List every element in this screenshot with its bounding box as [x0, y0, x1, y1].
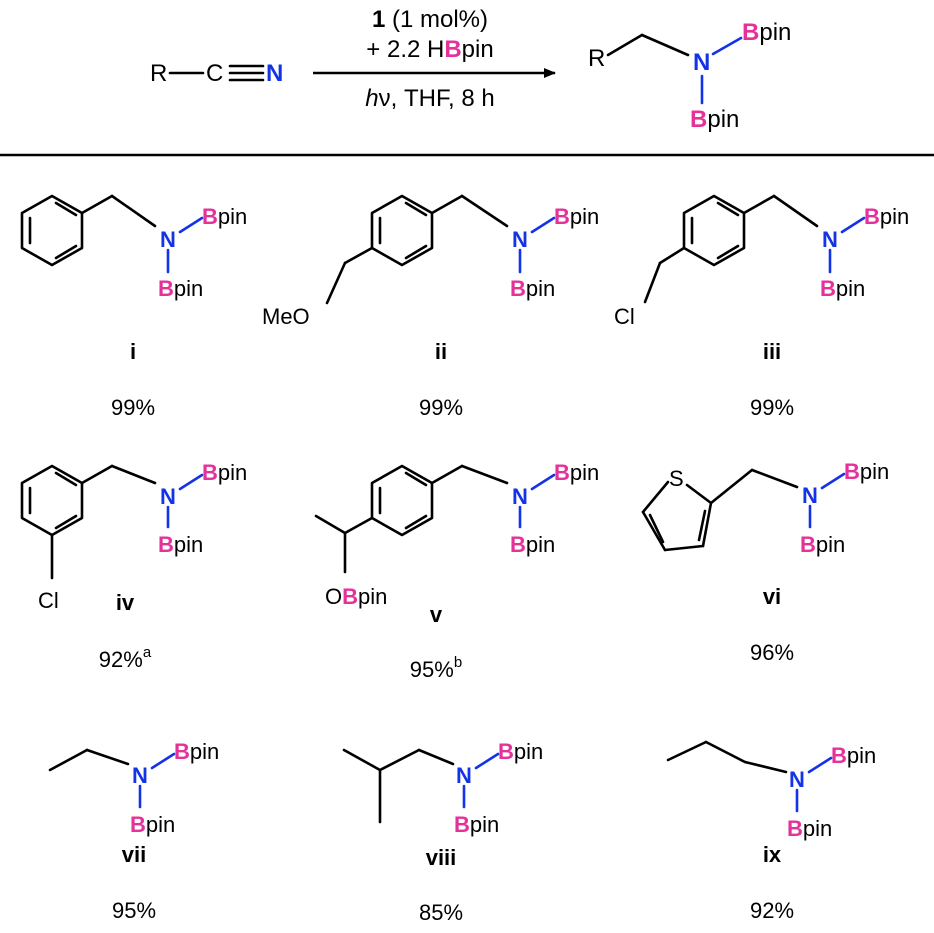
- compound-vi-label: vi: [763, 584, 781, 609]
- n-label: N: [456, 763, 472, 788]
- bpin-label: Bpin: [844, 459, 889, 484]
- compound-i-label: i: [130, 339, 136, 364]
- compound-ii-structure: MeO N Bpin Bpin: [262, 194, 599, 329]
- compound-viii-structure: N Bpin Bpin: [342, 739, 543, 837]
- reactant-r-label: R: [150, 60, 167, 87]
- compound-ii-label: ii: [435, 339, 447, 364]
- product-bpin-1: Bpin: [742, 19, 791, 46]
- condition-light-solvent-time: hν, THF, 8 h: [365, 85, 494, 112]
- bpin-label: Bpin: [800, 532, 845, 557]
- n-label: N: [160, 484, 176, 509]
- compound-v-structure: OBpin N Bpin Bpin: [314, 460, 599, 609]
- n-label: N: [132, 763, 148, 788]
- n-label: N: [822, 227, 838, 252]
- reactant-n-label: N: [266, 60, 283, 87]
- n-label: N: [160, 227, 176, 252]
- bpin-label: Bpin: [554, 204, 599, 229]
- product-general: R N Bpin Bpin: [588, 19, 791, 133]
- product-r-label: R: [588, 45, 605, 72]
- bpin-label: Bpin: [510, 276, 555, 301]
- o-label: OBpin: [325, 584, 387, 609]
- bpin-label: Bpin: [510, 532, 555, 557]
- compound-v-label: v: [430, 602, 443, 627]
- s-label: S: [669, 466, 684, 491]
- bpin-label: Bpin: [831, 743, 876, 768]
- cl-label: Cl: [614, 304, 635, 329]
- bpin-label: Bpin: [158, 276, 203, 301]
- compound-vii-yield: 95%: [112, 898, 156, 923]
- compound-iii-structure: Cl N Bpin Bpin: [614, 194, 909, 329]
- compound-v-yield: 95%b: [410, 654, 462, 682]
- bpin-label: Bpin: [158, 532, 203, 557]
- condition-catalyst: 1 (1 mol%): [372, 6, 488, 33]
- reactant-nitrile: R C N: [150, 60, 283, 87]
- meo-label: MeO: [262, 304, 310, 329]
- reaction-conditions: 1 (1 mol%) + 2.2 HBpin hν, THF, 8 h: [313, 6, 556, 112]
- cl-label: Cl: [38, 588, 59, 613]
- compound-vii-label: vii: [122, 842, 146, 867]
- bpin-label: Bpin: [174, 739, 219, 764]
- reactant-c-label: C: [206, 60, 223, 87]
- n-label: N: [512, 227, 528, 252]
- product-n-label: N: [693, 49, 710, 76]
- product-bond-2: [640, 33, 690, 57]
- bpin-label: Bpin: [820, 276, 865, 301]
- compound-iv-label: iv: [116, 590, 135, 615]
- product-nb-bond-1: [711, 36, 743, 56]
- product-bpin-2: Bpin: [690, 106, 739, 133]
- bpin-label: Bpin: [864, 204, 909, 229]
- compound-ii-yield: 99%: [419, 395, 463, 420]
- condition-reagent: + 2.2 HBpin: [366, 36, 493, 63]
- compound-i-structure: N Bpin Bpin: [20, 194, 247, 301]
- bpin-label: Bpin: [454, 812, 499, 837]
- compound-i-yield: 99%: [111, 395, 155, 420]
- product-bond-1: [606, 33, 644, 57]
- n-label: N: [789, 767, 805, 792]
- compound-ix-structure: N Bpin Bpin: [666, 740, 876, 841]
- compound-vi-structure: S N Bpin Bpin: [641, 459, 889, 557]
- compound-iv-structure: Cl N Bpin Bpin: [20, 460, 247, 613]
- n-label: N: [512, 484, 528, 509]
- compound-ix-yield: 92%: [750, 898, 794, 923]
- bpin-label: Bpin: [202, 460, 247, 485]
- bpin-label: Bpin: [202, 204, 247, 229]
- bpin-label: Bpin: [554, 460, 599, 485]
- compound-iv-yield: 92%a: [99, 644, 152, 672]
- bpin-label: Bpin: [498, 739, 543, 764]
- compound-iii-label: iii: [763, 339, 781, 364]
- compound-ix-label: ix: [763, 842, 782, 867]
- n-label: N: [802, 483, 818, 508]
- compound-viii-label: viii: [426, 845, 457, 870]
- compound-vii-structure: N Bpin Bpin: [48, 739, 219, 837]
- bpin-label: Bpin: [787, 816, 832, 841]
- compound-viii-yield: 85%: [419, 900, 463, 925]
- bpin-label: Bpin: [130, 812, 175, 837]
- compound-iii-yield: 99%: [750, 395, 794, 420]
- compound-vi-yield: 96%: [750, 640, 794, 665]
